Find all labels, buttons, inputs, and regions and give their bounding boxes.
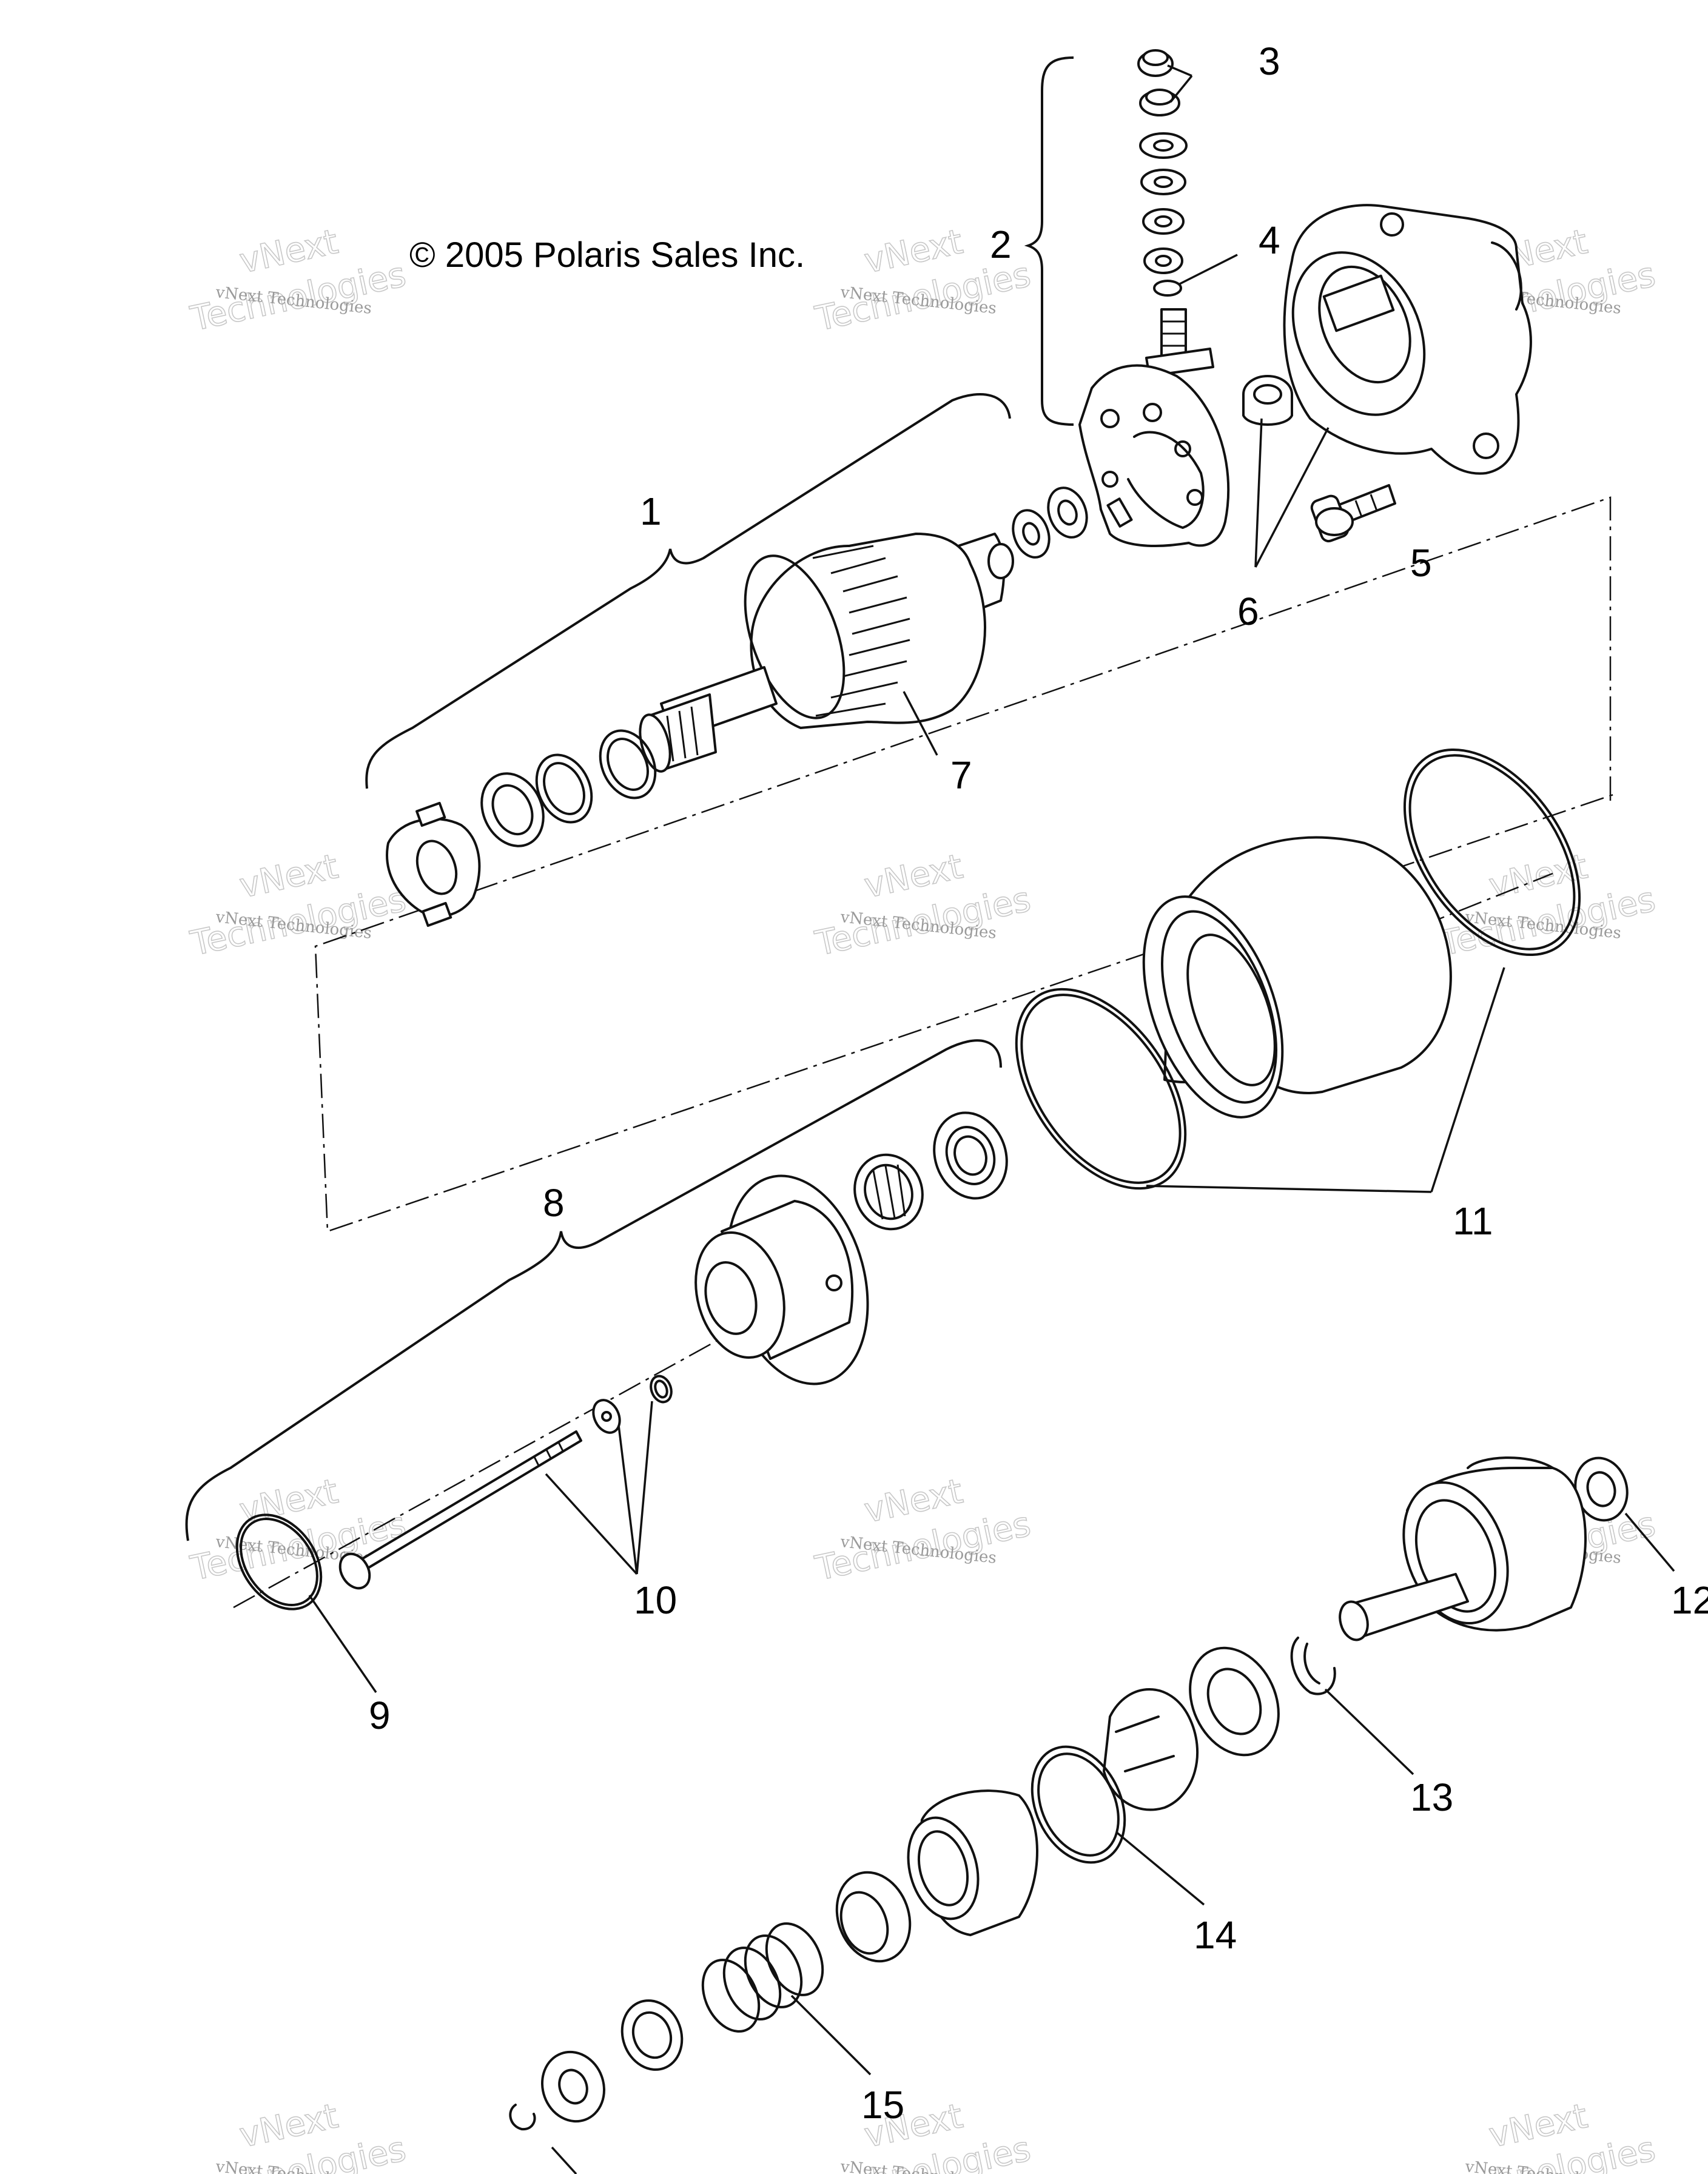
brush-holder-plate (1078, 364, 1230, 547)
callout-11: 11 (1453, 1199, 1493, 1243)
callout-10: 10 (634, 1578, 677, 1622)
bracket-group-1 (365, 393, 1011, 789)
through-bolt-washers (592, 1375, 673, 1434)
armature (639, 533, 1014, 773)
bolt-5 (1310, 484, 1396, 543)
leader-lines (308, 64, 1675, 2174)
callout-5: 5 (1410, 541, 1432, 585)
armature-shim-washers (480, 729, 657, 847)
callout-12: 12 (1671, 1578, 1708, 1622)
rear-end-cover (1283, 204, 1532, 475)
split-collar (1103, 1688, 1199, 1811)
callout-8: 8 (543, 1181, 565, 1225)
terminal-washers (1139, 132, 1188, 274)
retainer-ring-14 (1031, 1745, 1126, 1864)
spring-15 (701, 1922, 824, 2033)
bushing-6 (1242, 375, 1293, 426)
sleeve (835, 1871, 912, 1963)
armature-thrust-washers (1012, 486, 1088, 559)
thrust-washer (1189, 1646, 1280, 1757)
stop-collar (540, 2050, 606, 2123)
copyright-text: © 2005 Polaris Sales Inc. (409, 235, 805, 275)
ball-bearing (933, 1111, 1008, 1200)
bracket-group-2 (1024, 56, 1074, 426)
pinion-gear (907, 1789, 1038, 1936)
yoke-housing (1142, 836, 1452, 1119)
snap-ring-13 (1290, 1637, 1336, 1695)
o-ring-9 (235, 1513, 323, 1610)
lock-plate (386, 801, 481, 927)
front-bracket (694, 1174, 869, 1385)
needle-bearing (853, 1153, 924, 1231)
o-ring-4 (1153, 280, 1182, 297)
callout-1: 1 (640, 490, 662, 533)
terminal-bolt (1145, 308, 1214, 377)
through-bolt-10 (338, 1430, 582, 1590)
callout-9: 9 (369, 1694, 391, 1737)
terminal-nuts (1137, 49, 1180, 116)
callout-labels: 1 2 3 4 5 6 7 8 9 10 11 12 13 14 15 (369, 39, 1708, 2127)
callout-13: 13 (1410, 1775, 1453, 1819)
pinion-shaft (1339, 1573, 1469, 1641)
spring-seat (620, 1999, 684, 2071)
callout-14: 14 (1194, 1913, 1237, 1957)
callout-2: 2 (990, 223, 1012, 266)
bracket-group-8 (185, 1039, 1002, 1541)
o-rings-11 (1015, 748, 1581, 1190)
callout-3: 3 (1259, 39, 1280, 83)
callout-4: 4 (1259, 218, 1280, 262)
callout-7: 7 (950, 753, 972, 797)
circlip (509, 2104, 536, 2131)
callout-6: 6 (1237, 590, 1259, 633)
callout-15: 15 (861, 2083, 904, 2127)
